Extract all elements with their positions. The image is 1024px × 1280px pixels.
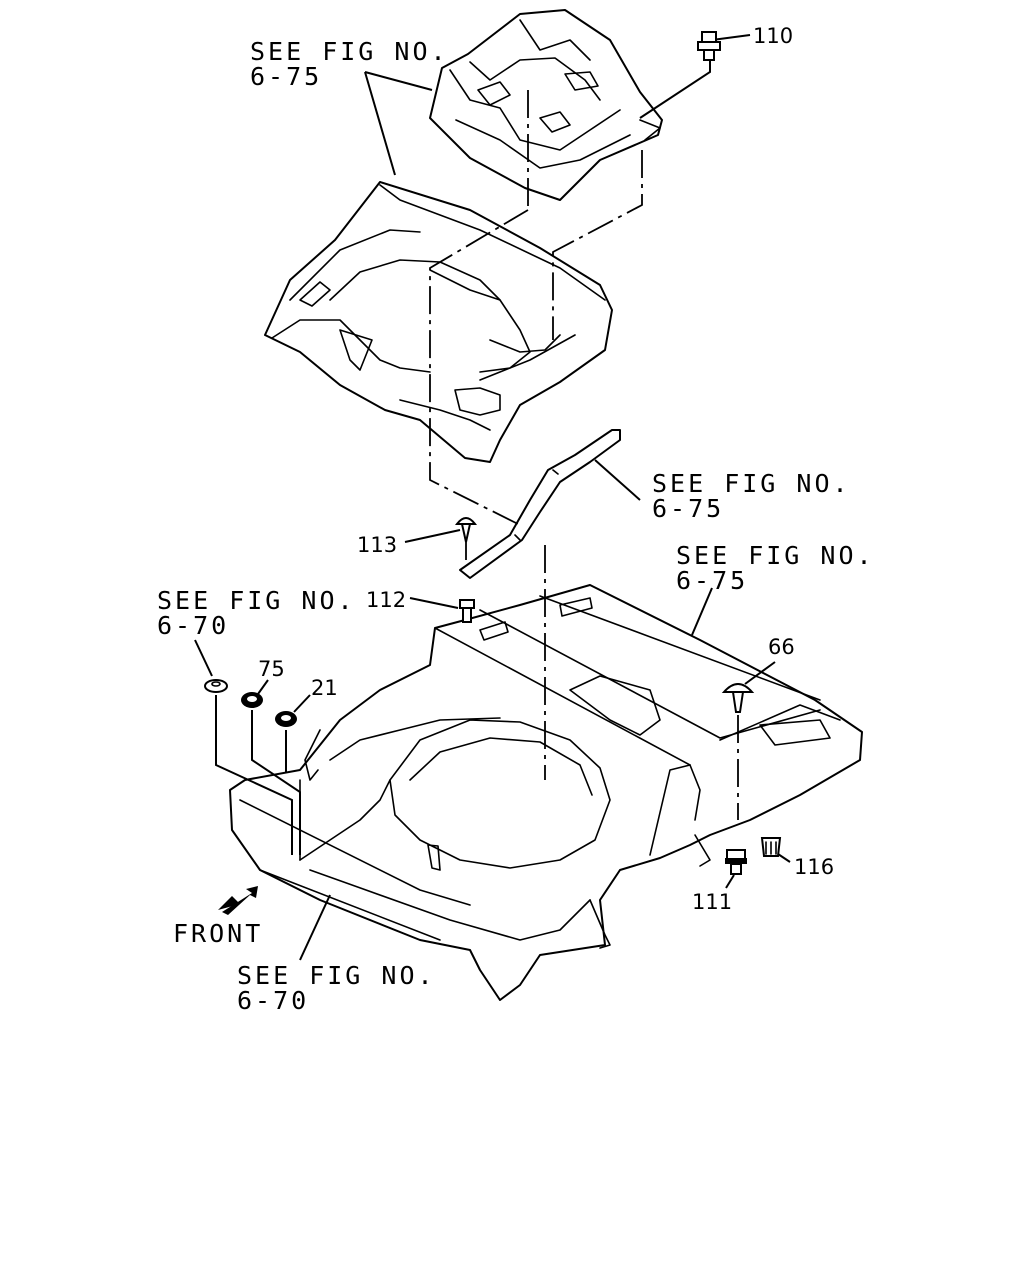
callout-floor-right: SEE FIG NO. 6-75: [676, 541, 875, 595]
front-label: FRONT: [173, 919, 263, 948]
see-fig-top-line2: 6-75: [250, 62, 322, 91]
part-112-label: 112: [366, 588, 406, 612]
screw-113-icon: [454, 517, 478, 543]
cross-member-bracket: [459, 429, 621, 579]
see-fig-top-line1: SEE FIG NO.: [250, 37, 449, 66]
clip-112-icon: [459, 599, 475, 623]
see-fig-left-line1: SEE FIG NO.: [157, 586, 356, 615]
see-fig-left-line2: 6-70: [157, 611, 229, 640]
rivet-66-icon: [721, 683, 755, 713]
part-110-label: 110: [753, 24, 793, 48]
callout-bottom: SEE FIG NO. 6-70: [237, 961, 436, 1015]
part-66-label: 66: [768, 635, 795, 659]
callout-mid-right: SEE FIG NO. 6-75: [652, 469, 851, 523]
floor-pan: [229, 584, 863, 1001]
see-fig-mid-line1: SEE FIG NO.: [652, 469, 851, 498]
bolt-110-icon: [697, 31, 721, 61]
upper-shelf-panel: [429, 9, 663, 201]
part-113-label: 113: [357, 533, 397, 557]
dash-panel: [264, 181, 613, 463]
callout-top: SEE FIG NO. 6-75: [250, 37, 449, 91]
callout-left: SEE FIG NO. 6-70: [157, 586, 356, 640]
part-21-label: 21: [311, 676, 338, 700]
part-111-label: 111: [692, 890, 732, 914]
see-fig-bottom-line2: 6-70: [237, 986, 309, 1015]
leader-lines: [194, 34, 791, 961]
nut-111-icon: [725, 849, 747, 875]
grommet-21-icon: [275, 711, 297, 727]
front-arrow-icon: [218, 886, 258, 915]
grommet-75-icon: [241, 692, 263, 708]
see-fig-floor-line2: 6-75: [676, 566, 748, 595]
push-clip-116-icon: [760, 837, 782, 857]
part-75-label: 75: [258, 657, 285, 681]
part-number-labels: 110 113 112 75 21 66 116 111: [258, 24, 834, 914]
washer-icon: [204, 679, 228, 693]
see-fig-bottom-line1: SEE FIG NO.: [237, 961, 436, 990]
assembly-centerlines: [429, 90, 739, 820]
see-fig-floor-line1: SEE FIG NO.: [676, 541, 875, 570]
see-fig-mid-line2: 6-75: [652, 494, 724, 523]
part-116-label: 116: [794, 855, 834, 879]
